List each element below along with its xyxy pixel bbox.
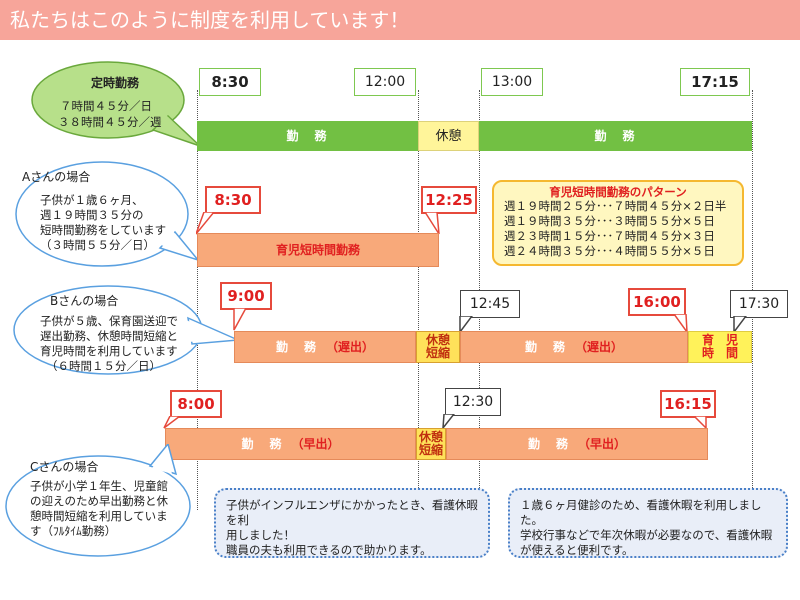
caseB-time-end: 17:30 <box>730 290 788 318</box>
caseA-time-start: 8:30 <box>205 186 261 214</box>
caseB-bar-work1-late: （遅出） <box>326 339 375 354</box>
caseA-pattern-item-0: 週１９時間２５分･･･７時間４５分×２日半 <box>504 199 727 213</box>
caseB-tail-start <box>233 308 247 331</box>
standard-time-lunch-end: 13:00 <box>481 68 543 96</box>
note-right-line2: 学校行事などで年次休暇が必要なので、看護休暇 <box>520 528 773 542</box>
caseB-name: Bさんの場合 <box>50 294 119 308</box>
caseB-tail-lunch-end <box>459 316 473 334</box>
note-left-line1: 子供がインフルエンザにかかったとき、看護休暇を利 <box>226 498 478 527</box>
note-right-line1: １歳６ヶ月健診のため、看護休暇を利用しました。 <box>520 498 762 527</box>
caseB-bar-work1-label: 勤 務 <box>275 339 318 354</box>
standard-bar-rest: 休憩 <box>418 121 479 151</box>
note-left-line3: 職員の夫も利用できるので助かります。 <box>226 543 432 557</box>
caseA-bar: 育児短時間勤務 <box>197 233 439 267</box>
caseC-bar-work2-early: （早出） <box>578 436 627 451</box>
caseC-desc3: 憩時間短縮を利用していま <box>30 509 168 523</box>
caseA-bar-label: 育児短時間勤務 <box>275 242 360 257</box>
caseC-tail-lunch-end <box>442 414 455 430</box>
caseC-bar-work2: 勤 務 （早出） <box>446 428 708 460</box>
caseA-tail-end <box>425 212 440 235</box>
caseB-bar-work2-late: （遅出） <box>575 339 624 354</box>
caseC-name: Cさんの場合 <box>30 460 99 474</box>
standard-time-lunch-start: 12:00 <box>354 68 416 96</box>
caseB-bar-work2: 勤 務 （遅出） <box>460 331 688 363</box>
note-right: １歳６ヶ月健診のため、看護休暇を利用しました。 学校行事などで年次休暇が必要なの… <box>508 488 788 558</box>
caseC-time-start: 8:00 <box>170 390 222 418</box>
caseC-bar-rest-line2: 短縮 <box>418 443 443 457</box>
caseA-name: Aさんの場合 <box>22 170 91 184</box>
caseB-desc3: 育児時間を利用しています <box>40 344 178 358</box>
caseA-pattern-item-3: 週２４時間３５分･･･４時間５５分×５日 <box>504 244 715 258</box>
caseB-bar-work2-label: 勤 務 <box>524 339 567 354</box>
caseB-bar-rest-line2: 短縮 <box>425 346 450 360</box>
caseB-desc1: 子供が５歳、保育園送迎で <box>40 314 178 328</box>
caseA-desc1: 子供が１歳６ヶ月、 <box>40 193 144 207</box>
caseC-bar-rest: 休憩短縮 <box>416 428 446 460</box>
standard-bubble <box>31 61 201 147</box>
caseB-desc2: 遅出勤務、休憩時間短縮と <box>40 329 178 343</box>
caseC-bar-rest-line1: 休憩 <box>418 430 443 444</box>
caseC-bar-work1-early: （早出） <box>291 436 340 451</box>
caseB-bar-rest-line1: 休憩 <box>425 333 450 347</box>
caseB-bar-work1: 勤 務 （遅出） <box>234 331 416 363</box>
header-bar <box>0 0 800 40</box>
caseC-tail-start <box>163 416 182 429</box>
guide-line-1200 <box>418 90 419 510</box>
caseA-pattern-item-1: 週１９時間３５分･･･３時間５５分×５日 <box>504 214 715 228</box>
standard-line1: ７時間４５分／日 <box>60 99 152 113</box>
standard-line2: ３８時間４５分／週 <box>58 115 162 129</box>
standard-time-end: 17:15 <box>680 68 750 96</box>
caseA-pattern-title: 育児短時間勤務のパターン <box>549 185 687 199</box>
caseC-time-lunch-end: 12:30 <box>445 388 501 416</box>
caseB-tail-childcare <box>673 314 688 334</box>
caseB-time-start: 9:00 <box>220 282 272 310</box>
caseC-tail-end <box>692 416 707 430</box>
caseB-bar-rest: 休憩短縮 <box>416 331 460 363</box>
caseB-bar-childcare-line2: 時 間 <box>701 346 738 360</box>
caseC-bar-work1: 勤 務 （早出） <box>165 428 416 460</box>
caseB-bar-childcare: 育 児時 間 <box>688 331 752 363</box>
caseA-desc3: 短時間勤務をしています <box>40 223 167 237</box>
caseA-pattern-item-2: 週２３時間１５分･･･７時間４５分×３日 <box>504 229 715 243</box>
caseC-desc1: 子供が小学１年生、児童館 <box>30 479 168 493</box>
caseC-bubble <box>5 444 191 557</box>
caseA-bubble <box>15 161 200 267</box>
note-left-line2: 用しました！ <box>226 528 295 542</box>
caseC-time-end: 16:15 <box>660 390 716 418</box>
caseC-bar-work1-label: 勤 務 <box>241 436 284 451</box>
caseB-bar-childcare-line1: 育 児 <box>701 333 738 347</box>
caseC-bar-work2-label: 勤 務 <box>527 436 570 451</box>
note-right-line3: が使えると便利です。 <box>520 543 634 557</box>
caseA-desc4: （３時間５５分／日） <box>40 238 155 252</box>
note-left: 子供がインフルエンザにかかったとき、看護休暇を利 用しました！ 職員の夫も利用で… <box>214 488 490 558</box>
caseA-tail-start <box>196 212 215 235</box>
caseA-pattern-box <box>492 180 744 266</box>
standard-bar-work1: 勤 務 <box>197 121 418 151</box>
caseB-bubble <box>13 285 239 375</box>
caseC-desc4: す（ﾌﾙﾀｲﾑ勤務） <box>30 524 117 538</box>
guide-line-0830 <box>197 90 198 510</box>
caseB-time-lunch-end: 12:45 <box>460 290 520 318</box>
caseC-desc2: の迎えのため早出勤務と休 <box>30 494 168 508</box>
standard-title: 定時勤務 <box>90 76 139 90</box>
caseB-tail-end <box>733 316 747 334</box>
caseA-desc2: 週１９時間３５分の <box>40 208 144 222</box>
standard-time-start: 8:30 <box>199 68 261 96</box>
caseA-time-end: 12:25 <box>421 186 477 214</box>
standard-bar-work2: 勤 務 <box>479 121 752 151</box>
caseB-time-childcare: 16:00 <box>628 288 686 316</box>
caseB-desc4: （６時間１５分／日） <box>46 359 161 373</box>
page-title: 私たちはこのように制度を利用しています！ <box>10 8 410 32</box>
